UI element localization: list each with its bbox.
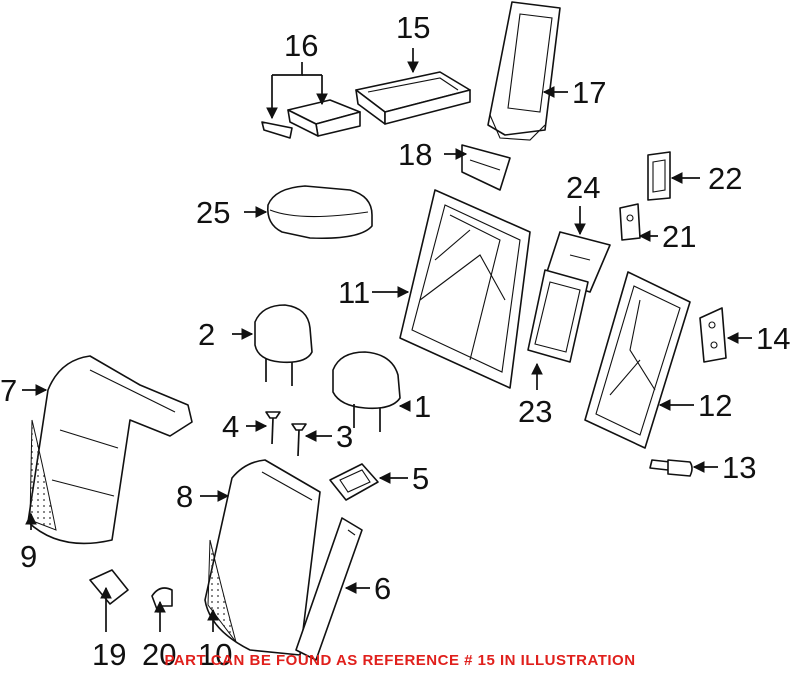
callout-21: 21 <box>662 219 696 254</box>
part-14-hinge-bracket <box>699 307 727 363</box>
callout-13: 13 <box>722 450 756 485</box>
part-5-trim-cover <box>329 463 379 501</box>
callout-16: 16 <box>284 28 318 63</box>
callout-14: 14 <box>756 321 790 356</box>
callout-2: 2 <box>198 317 215 352</box>
callout-20: 20 <box>142 637 176 672</box>
callout-7: 7 <box>0 373 17 408</box>
callout-8: 8 <box>176 479 193 514</box>
callout-11: 11 <box>338 275 370 310</box>
leader-lines <box>22 48 752 632</box>
reference-note: PART CAN BE FOUND AS REFERENCE # 15 IN I… <box>164 652 636 669</box>
part-3-guide-sleeve <box>291 423 307 457</box>
callout-15: 15 <box>396 10 430 45</box>
part-22-latch-cover <box>647 151 671 201</box>
callout-22: 22 <box>708 161 742 196</box>
part-18-bracket <box>461 144 511 191</box>
part-16-cupholder <box>261 99 361 139</box>
part-19-clip <box>89 569 129 605</box>
callout-4: 4 <box>222 409 239 444</box>
part-25-armrest <box>266 185 373 240</box>
callout-23: 23 <box>518 394 552 429</box>
part-21-clip <box>619 203 641 241</box>
callout-17: 17 <box>572 75 606 110</box>
part-6-side-trim <box>295 517 363 661</box>
part-2-headrest <box>254 304 313 386</box>
part-7-backrest-cushion <box>27 355 193 545</box>
callout-12: 12 <box>698 388 732 423</box>
part-8-seat-cushion <box>204 459 321 656</box>
callout-24: 24 <box>566 170 600 205</box>
callout-labels: 1 2 3 4 5 6 7 8 9 10 11 12 13 14 15 16 1… <box>0 10 790 672</box>
callout-10: 10 <box>198 637 232 672</box>
part-15-armrest-cover <box>355 71 471 125</box>
callout-19: 19 <box>92 637 126 672</box>
part-20-clip <box>151 587 173 613</box>
callout-25: 25 <box>196 195 230 230</box>
part-12-backrest-frame <box>584 271 691 449</box>
part-13-bolt <box>649 459 693 477</box>
part-4-guide-sleeve <box>265 411 281 445</box>
callout-5: 5 <box>412 461 429 496</box>
callout-6: 6 <box>374 571 391 606</box>
part-17-backrest-panel <box>487 1 561 141</box>
part-11-backrest-frame <box>399 189 531 389</box>
callout-18: 18 <box>398 137 432 172</box>
callout-1: 1 <box>414 389 431 424</box>
callout-3: 3 <box>336 419 353 454</box>
part-23-pass-through-frame <box>527 269 589 363</box>
part-1-headrest <box>332 351 401 432</box>
callout-9: 9 <box>20 539 37 574</box>
